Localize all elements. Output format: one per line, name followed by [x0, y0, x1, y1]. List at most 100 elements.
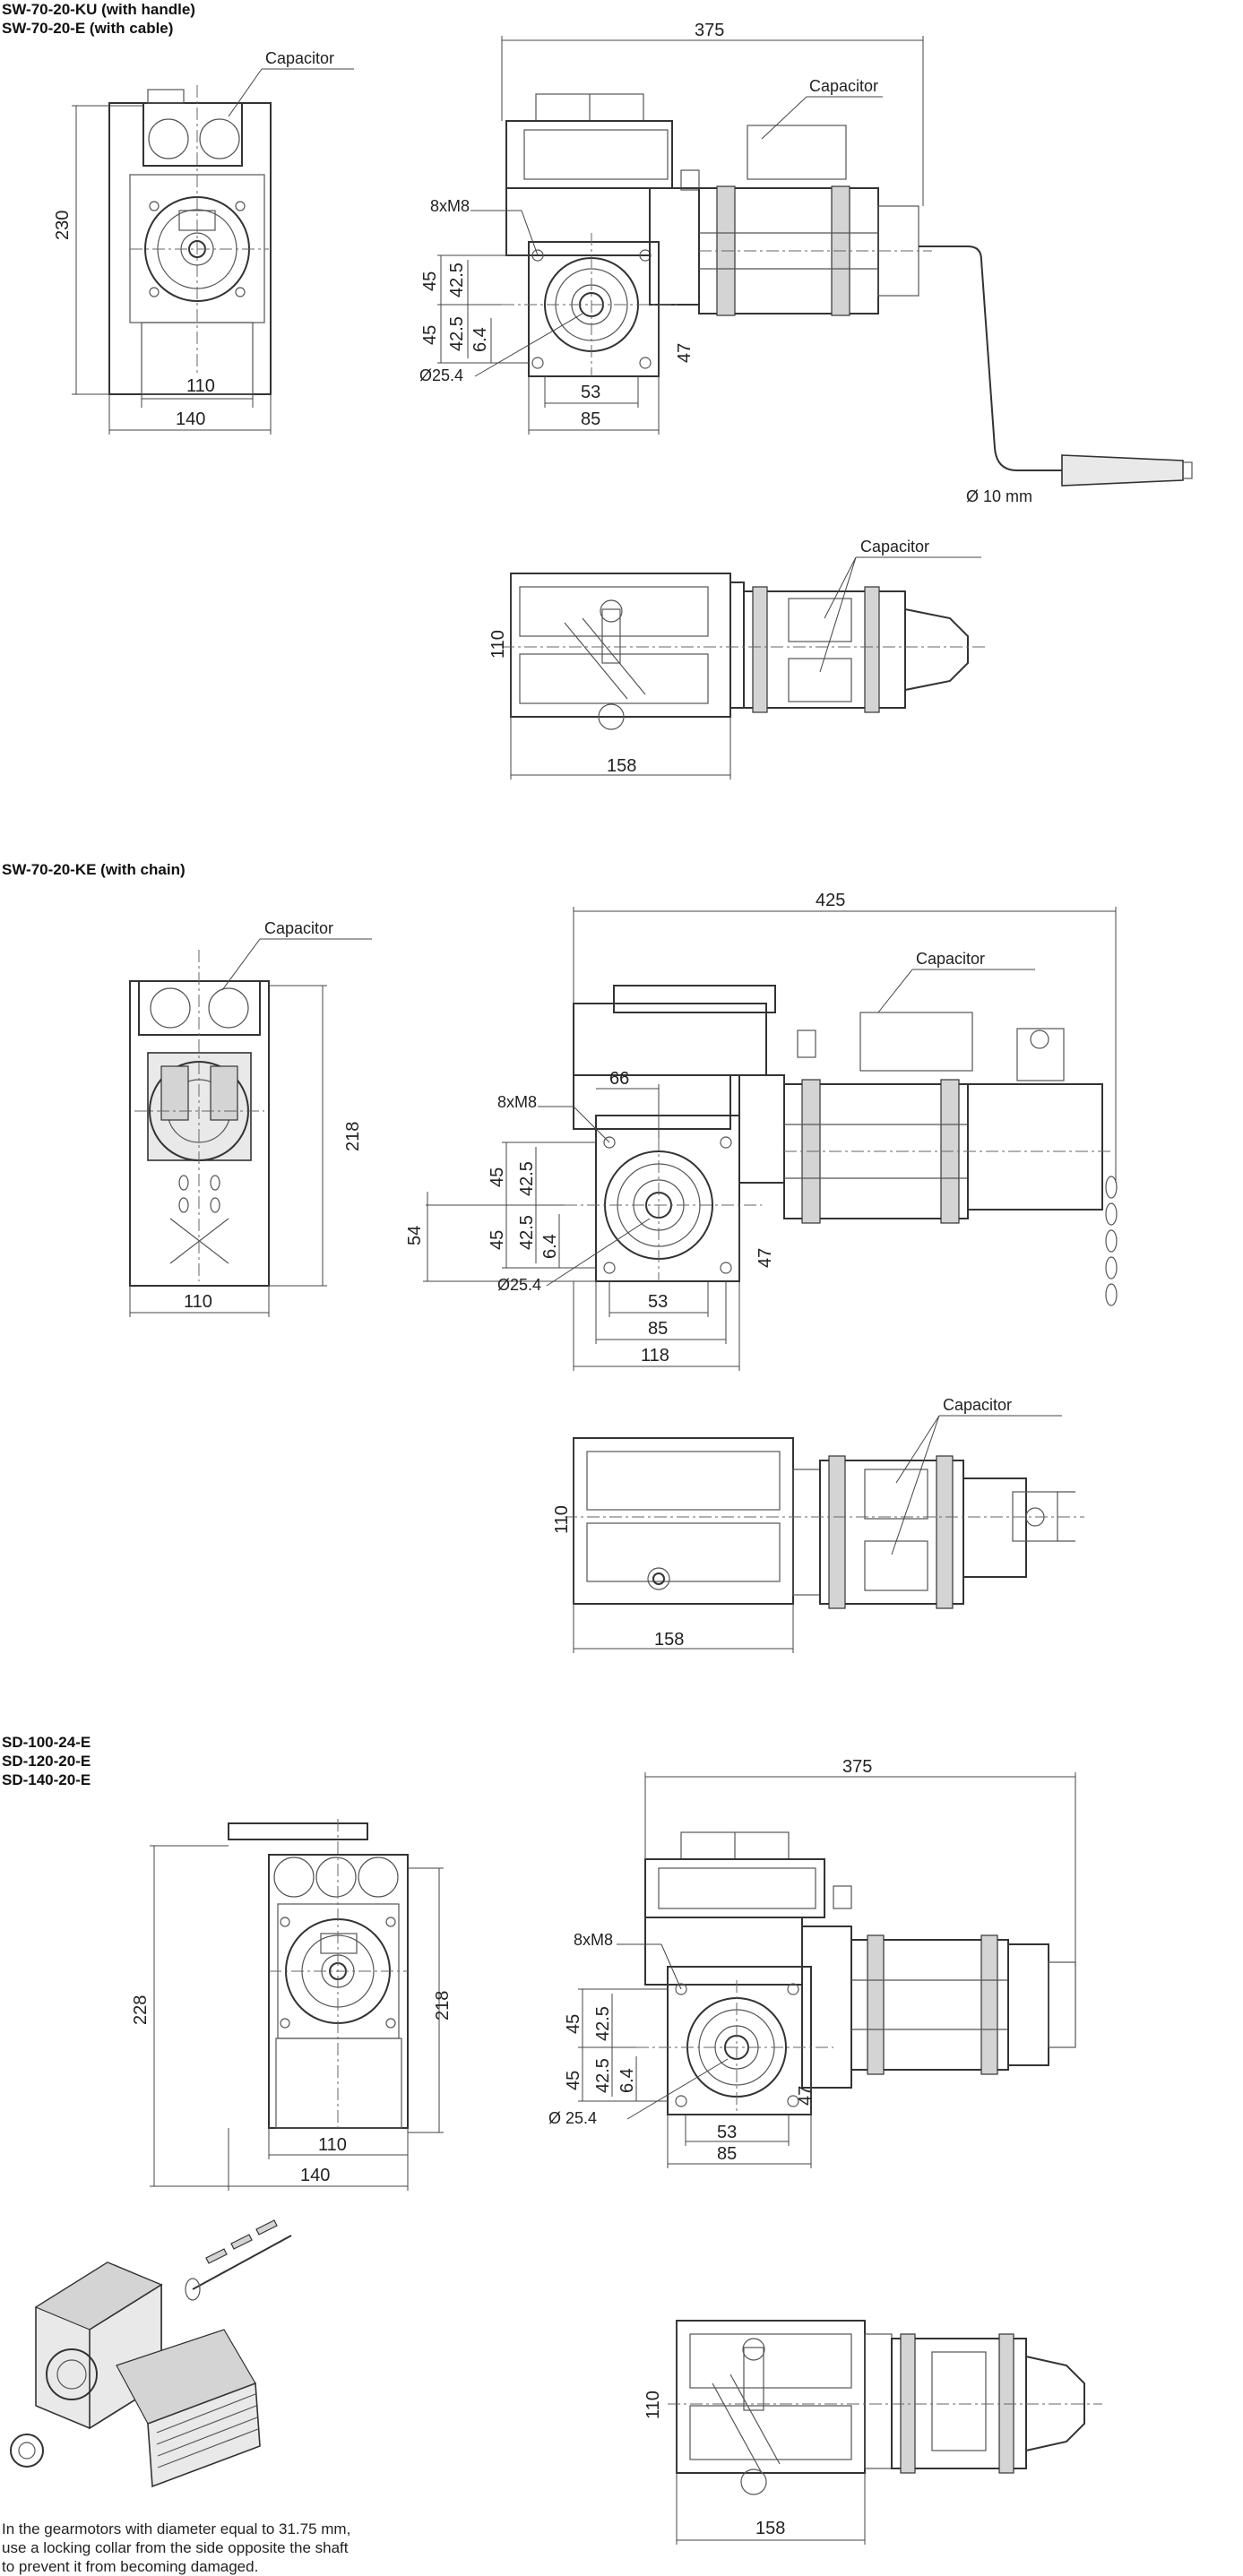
- dim-label: 42.5: [593, 2006, 613, 2041]
- dimension-218: 218: [269, 985, 363, 1287]
- dimension-85: 85: [667, 2115, 812, 2168]
- dimension-53: 53: [609, 1281, 709, 1317]
- model-name: SW-70-20-KE (with chain): [2, 861, 186, 878]
- dim-label: 158: [654, 1630, 684, 1650]
- section-1-heading: SW-70-20-KU (with handle) SW-70-20-E (wi…: [2, 0, 195, 38]
- dimension-54: 54: [405, 1192, 596, 1282]
- dimension-375: 375: [644, 1757, 1076, 1967]
- dimension-47: 47: [658, 305, 695, 376]
- dim-label: 47: [796, 2086, 816, 2106]
- note-line: to prevent it from becoming damaged.: [2, 2558, 259, 2575]
- dim-label: 158: [755, 2519, 785, 2538]
- dimension-85: 85: [528, 376, 660, 435]
- bolts-callout: 8xM8: [430, 197, 539, 256]
- dim-label: 110: [488, 630, 508, 659]
- dimension-6-4: 6.4: [540, 1214, 560, 1268]
- handle-rod-callout: Ø 10 mm: [966, 487, 1032, 505]
- dimension-6-4: 6.4: [470, 318, 492, 363]
- installation-note: In the gearmotors with diameter equal to…: [2, 2520, 414, 2576]
- top-view-drawing: [668, 2320, 1102, 2495]
- capacitor-label: Capacitor: [265, 49, 334, 67]
- dim-label: 140: [300, 2166, 330, 2185]
- dim-label: 45: [420, 271, 440, 291]
- dimension-218: 218: [408, 1867, 453, 2133]
- dimension-228: 228: [131, 1845, 229, 2187]
- dim-label: 66: [609, 1069, 629, 1089]
- bore-callout: Ø25.4: [497, 1218, 651, 1294]
- side-view-drawing: [636, 1831, 1076, 2115]
- dimension-45-lower: 45: [420, 304, 529, 364]
- dim-label: 140: [176, 409, 205, 429]
- dim-label: 53: [717, 2123, 737, 2142]
- dimension-110: 110: [643, 2321, 678, 2473]
- dim-label: 45: [564, 2071, 583, 2090]
- dimension-47: 47: [796, 2047, 816, 2115]
- dim-label: 53: [581, 383, 600, 402]
- section-2-heading: SW-70-20-KE (with chain): [2, 860, 186, 879]
- bore-label: Ø25.4: [497, 1276, 541, 1294]
- capacitor-label: Capacitor: [809, 77, 878, 95]
- dimension-45-upper: 45: [488, 1142, 596, 1205]
- dimension-53: 53: [685, 2115, 790, 2146]
- bolts-label: 8xM8: [430, 197, 470, 215]
- top-view-drawing: [502, 573, 986, 730]
- dim-label: 6.4: [540, 1234, 560, 1259]
- side-view-drawing: [565, 985, 1118, 1306]
- dimension-110: 110: [129, 1286, 270, 1317]
- top-view-drawing: [565, 1437, 1084, 1609]
- dimension-42-5-upper: 42.5: [447, 260, 469, 305]
- dim-label: 45: [564, 2014, 583, 2034]
- dimension-375: 375: [501, 21, 924, 206]
- dim-label: 45: [420, 325, 440, 345]
- bore-callout: Ø25.4: [419, 313, 583, 384]
- dim-label: 45: [488, 1230, 507, 1250]
- dimension-45-upper: 45: [564, 1988, 668, 2047]
- dim-label: 228: [131, 1995, 151, 2025]
- dimension-140: 140: [108, 394, 272, 435]
- dimension-230: 230: [53, 105, 143, 395]
- model-name: SW-70-20-KU (with handle): [2, 1, 195, 18]
- isometric-gearmotor-illustration: [10, 2219, 292, 2488]
- dimension-45-upper: 45: [420, 254, 529, 305]
- dim-label: 45: [488, 1167, 507, 1187]
- dimension-45-lower: 45: [426, 1204, 596, 1269]
- bore-label: Ø 25.4: [548, 2109, 597, 2127]
- capacitor-callout: Capacitor: [891, 1396, 1062, 1555]
- section-3-heading: SD-100-24-E SD-120-20-E SD-140-20-E: [2, 1733, 91, 1789]
- front-view-drawing: [108, 85, 272, 395]
- capacitor-label: Capacitor: [916, 950, 985, 968]
- dim-label: 110: [552, 1505, 572, 1534]
- dim-label: 42.5: [447, 263, 467, 297]
- bolts-callout: 8xM8: [574, 1931, 682, 1990]
- dimension-42-5-upper: 42.5: [517, 1147, 537, 1205]
- capacitor-label: Capacitor: [860, 538, 929, 556]
- dim-label: 85: [581, 409, 600, 429]
- bolts-label: 8xM8: [574, 1931, 613, 1949]
- side-view-drawing: [502, 93, 1193, 487]
- model-name: SW-70-20-E (with cable): [2, 20, 174, 37]
- dimension-42-5-lower: 42.5: [517, 1205, 537, 1263]
- capacitor-label: Capacitor: [943, 1396, 1012, 1414]
- dimension-42-5-lower: 42.5: [593, 2047, 613, 2097]
- dimension-158: 158: [510, 717, 731, 780]
- dim-label: 47: [675, 343, 695, 363]
- dimension-110: 110: [141, 376, 254, 408]
- dim-label: 218: [343, 1122, 363, 1151]
- bolts-callout: 8xM8: [497, 1093, 610, 1143]
- dim-label: 425: [816, 891, 845, 910]
- dimension-110: 110: [268, 2128, 409, 2159]
- model-name: SD-100-24-E: [2, 1734, 91, 1751]
- dimension-42-5-upper: 42.5: [593, 1994, 613, 2047]
- dim-label: 375: [842, 1757, 872, 1777]
- handle-rod-label: Ø 10 mm: [966, 487, 1032, 505]
- dimension-85: 85: [595, 1281, 727, 1344]
- dim-label: 118: [641, 1346, 669, 1366]
- dimension-118: 118: [573, 1281, 740, 1371]
- dim-label: 42.5: [447, 316, 467, 351]
- dim-label: 6.4: [617, 2068, 637, 2093]
- dim-label: 110: [643, 2391, 663, 2419]
- front-view-drawing: [129, 950, 270, 1287]
- dimension-110: 110: [552, 1438, 574, 1604]
- dim-label: 42.5: [517, 1215, 537, 1250]
